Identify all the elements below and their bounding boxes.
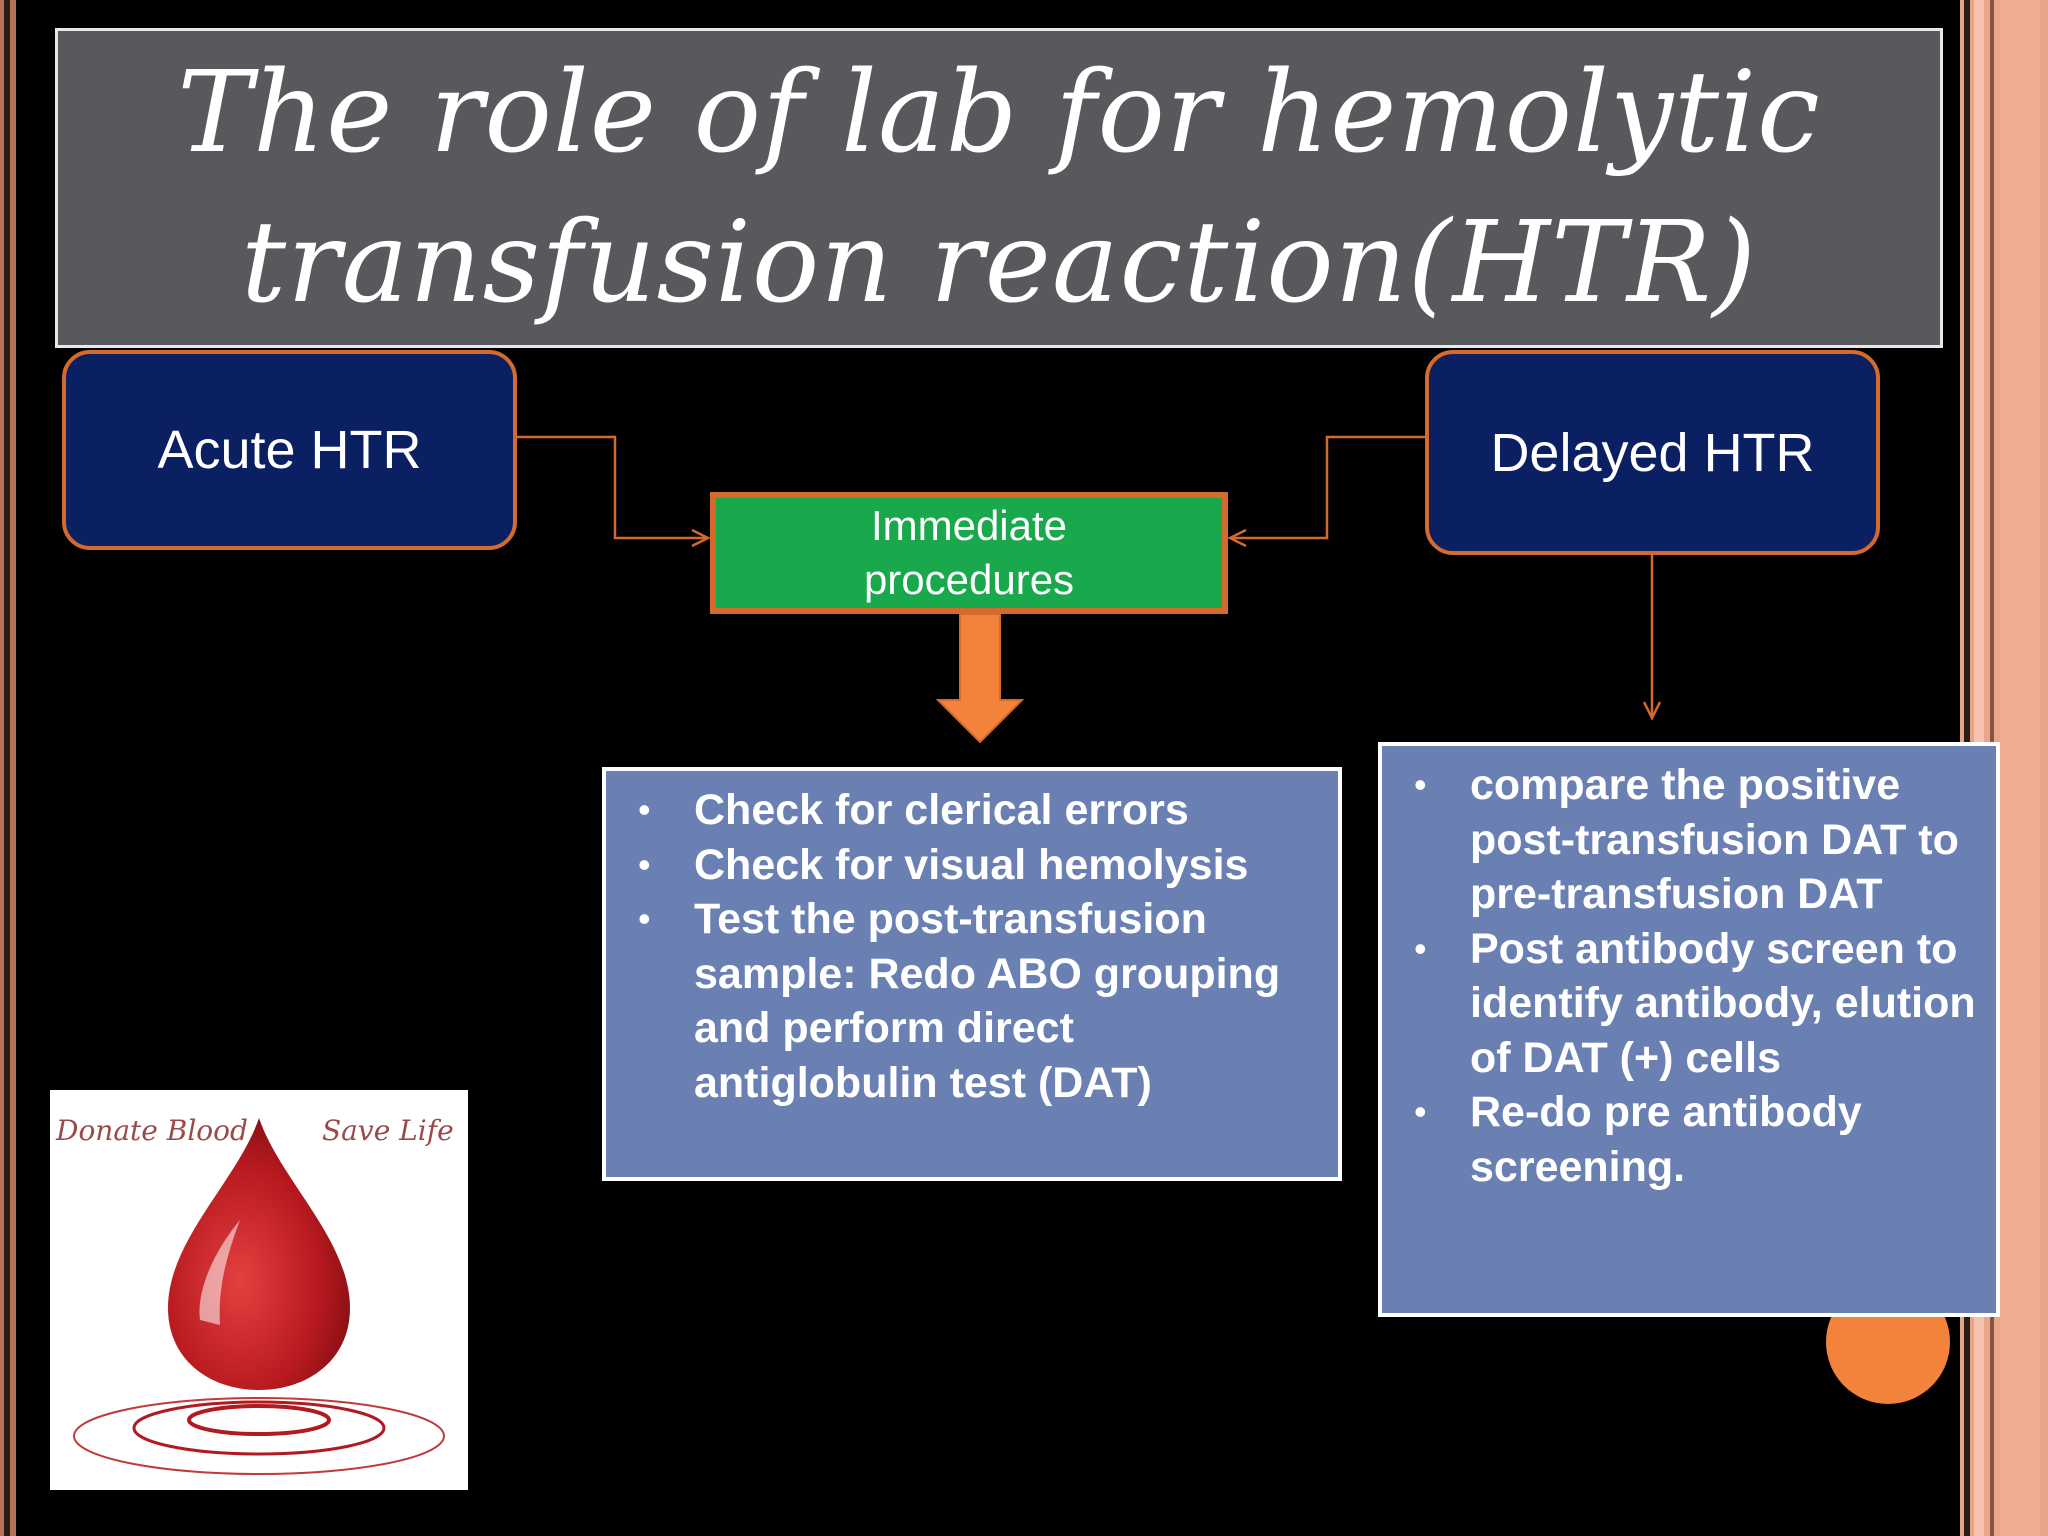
block-arrow-down-icon [935,613,1025,744]
picture-caption-left: Donate Blood [55,1114,248,1147]
acute-to-immediate-connector [517,435,708,538]
blood-drop-icon: Donate Blood Save Life [55,1114,454,1475]
acute-procedures-list: Check for clerical errors Check for visu… [626,783,1318,1110]
delayed-to-immediate-connector [1230,435,1425,538]
left-border-stripe [4,0,10,1536]
immediate-procedures-box: Immediate procedures [710,492,1228,614]
picture-caption-right: Save Life [322,1114,454,1147]
delayed-htr-box: Delayed HTR [1425,350,1880,555]
right-border-stripe [2000,0,2040,1536]
list-item: Test the post-transfusion sample: Redo A… [626,892,1318,1110]
acute-htr-box: Acute HTR [62,350,517,550]
delayed-procedures-list: compare the positive post-transfusion DA… [1402,758,1976,1194]
list-item: Check for clerical errors [626,783,1318,838]
delayed-htr-label: Delayed HTR [1490,422,1815,483]
list-item: Re-do pre antibody screening. [1402,1085,1976,1194]
list-item: Post antibody screen to identify antibod… [1402,922,1976,1086]
list-item: Check for visual hemolysis [626,838,1318,893]
title-box: The role of lab for hemolytic transfusio… [55,28,1943,348]
list-item: compare the positive post-transfusion DA… [1402,758,1976,922]
donate-blood-picture: Donate Blood Save Life [50,1090,468,1490]
acute-procedures-list-box: Check for clerical errors Check for visu… [602,767,1342,1181]
immediate-procedures-label: Immediate procedures [863,502,1075,603]
slide-title: The role of lab for hemolytic transfusio… [177,48,1821,328]
delayed-procedures-list-box: compare the positive post-transfusion DA… [1378,742,2000,1317]
acute-htr-label: Acute HTR [157,420,422,480]
